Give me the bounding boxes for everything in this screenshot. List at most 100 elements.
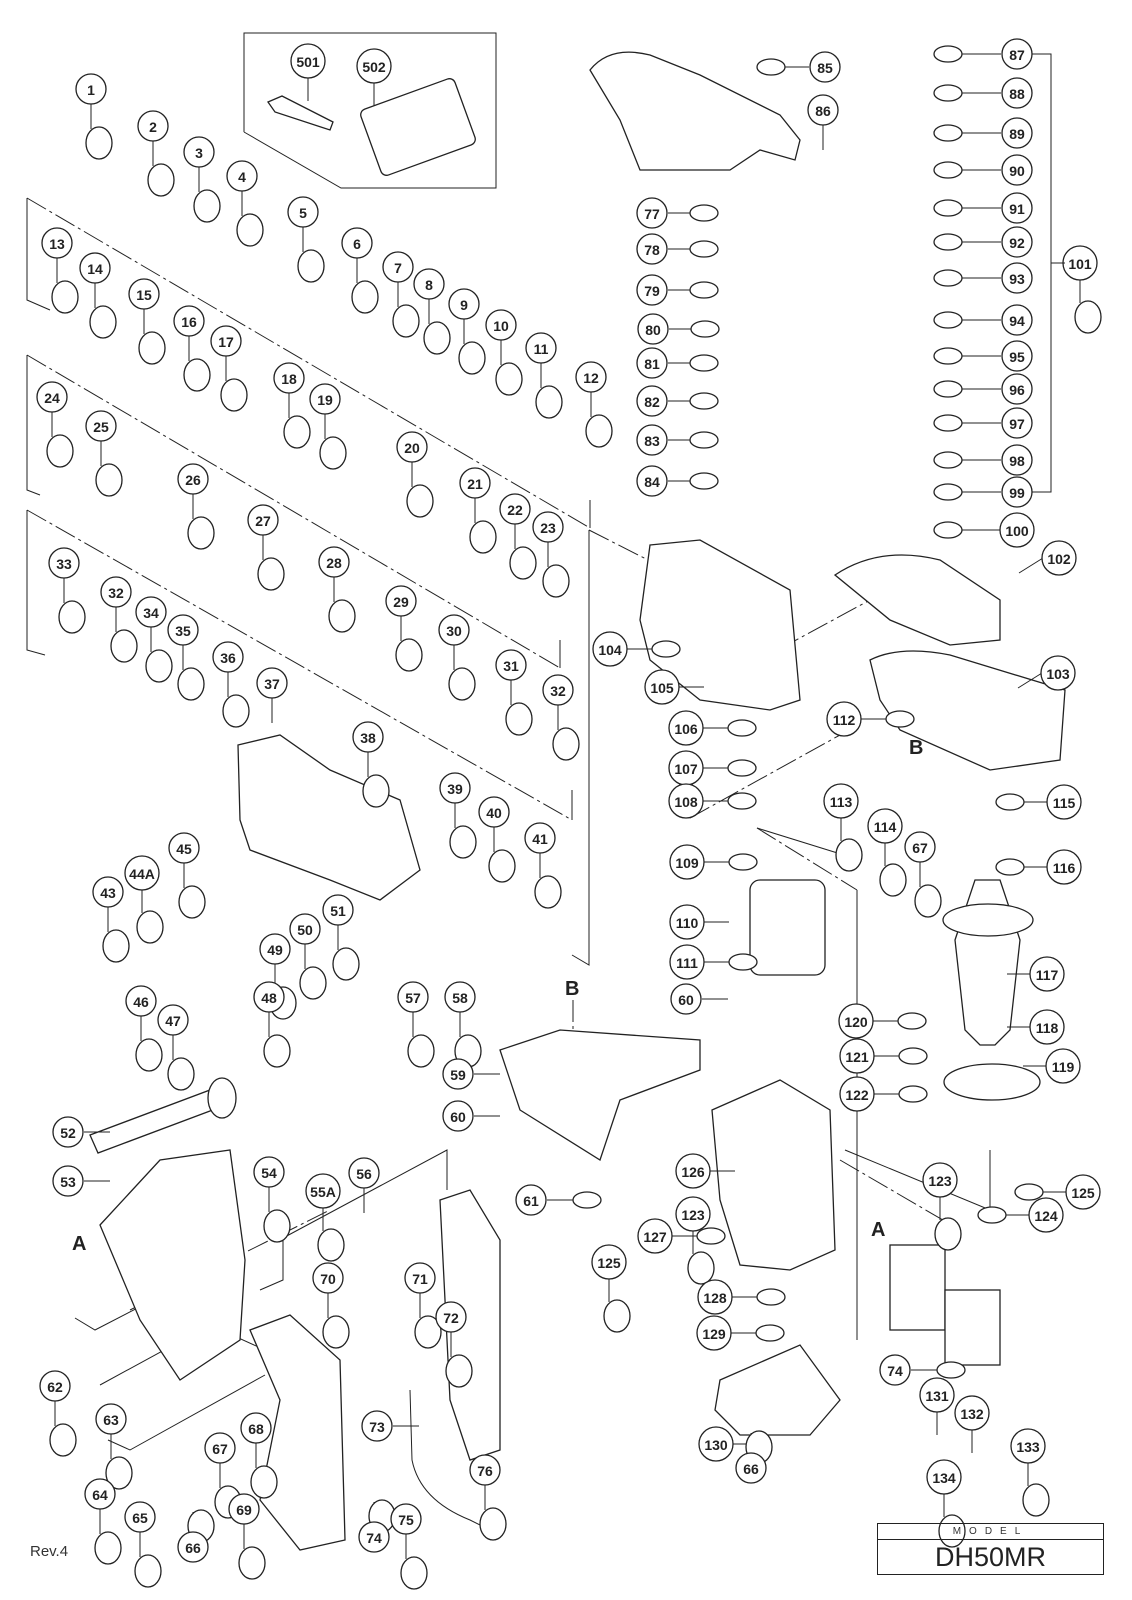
- callout-90[interactable]: 90: [1001, 154, 1033, 186]
- callout-95[interactable]: 95: [1001, 340, 1033, 372]
- callout-104[interactable]: 104: [592, 631, 628, 667]
- callout-99[interactable]: 99: [1001, 476, 1033, 508]
- callout-130[interactable]: 130: [698, 1426, 734, 1462]
- callout-87[interactable]: 87: [1001, 38, 1033, 70]
- callout-18[interactable]: 18: [273, 362, 305, 394]
- callout-501[interactable]: 501: [290, 43, 326, 79]
- callout-53[interactable]: 53: [52, 1165, 84, 1197]
- callout-56[interactable]: 56: [348, 1157, 380, 1189]
- callout-123[interactable]: 123: [675, 1196, 711, 1232]
- callout-112[interactable]: 112: [826, 701, 862, 737]
- callout-125[interactable]: 125: [1065, 1174, 1101, 1210]
- callout-60[interactable]: 60: [442, 1100, 474, 1132]
- callout-96[interactable]: 96: [1001, 373, 1033, 405]
- callout-20[interactable]: 20: [396, 431, 428, 463]
- callout-17[interactable]: 17: [210, 325, 242, 357]
- callout-24[interactable]: 24: [36, 381, 68, 413]
- callout-120[interactable]: 120: [838, 1003, 874, 1039]
- callout-55a[interactable]: 55A: [305, 1173, 341, 1209]
- callout-66[interactable]: 66: [735, 1452, 767, 1484]
- callout-132[interactable]: 132: [954, 1395, 990, 1431]
- callout-82[interactable]: 82: [636, 385, 668, 417]
- callout-108[interactable]: 108: [668, 783, 704, 819]
- callout-21[interactable]: 21: [459, 467, 491, 499]
- callout-94[interactable]: 94: [1001, 304, 1033, 336]
- callout-5[interactable]: 5: [287, 196, 319, 228]
- callout-28[interactable]: 28: [318, 546, 350, 578]
- callout-3[interactable]: 3: [183, 136, 215, 168]
- callout-103[interactable]: 103: [1040, 655, 1076, 691]
- callout-85[interactable]: 85: [809, 51, 841, 83]
- callout-6[interactable]: 6: [341, 227, 373, 259]
- callout-57[interactable]: 57: [397, 981, 429, 1013]
- callout-60[interactable]: 60: [670, 983, 702, 1015]
- callout-131[interactable]: 131: [919, 1377, 955, 1413]
- callout-32[interactable]: 32: [100, 576, 132, 608]
- callout-4[interactable]: 4: [226, 160, 258, 192]
- callout-38[interactable]: 38: [352, 721, 384, 753]
- callout-32[interactable]: 32: [542, 674, 574, 706]
- callout-33[interactable]: 33: [48, 547, 80, 579]
- callout-74[interactable]: 74: [879, 1354, 911, 1386]
- callout-83[interactable]: 83: [636, 424, 668, 456]
- callout-26[interactable]: 26: [177, 463, 209, 495]
- callout-51[interactable]: 51: [322, 894, 354, 926]
- callout-117[interactable]: 117: [1029, 956, 1065, 992]
- callout-502[interactable]: 502: [356, 48, 392, 84]
- callout-78[interactable]: 78: [636, 233, 668, 265]
- callout-86[interactable]: 86: [807, 94, 839, 126]
- callout-65[interactable]: 65: [124, 1501, 156, 1533]
- callout-76[interactable]: 76: [469, 1454, 501, 1486]
- callout-31[interactable]: 31: [495, 649, 527, 681]
- callout-37[interactable]: 37: [256, 667, 288, 699]
- callout-45[interactable]: 45: [168, 832, 200, 864]
- callout-91[interactable]: 91: [1001, 192, 1033, 224]
- callout-27[interactable]: 27: [247, 504, 279, 536]
- callout-106[interactable]: 106: [668, 710, 704, 746]
- callout-16[interactable]: 16: [173, 305, 205, 337]
- callout-105[interactable]: 105: [644, 669, 680, 705]
- callout-54[interactable]: 54: [253, 1156, 285, 1188]
- callout-13[interactable]: 13: [41, 227, 73, 259]
- callout-52[interactable]: 52: [52, 1116, 84, 1148]
- callout-126[interactable]: 126: [675, 1153, 711, 1189]
- callout-41[interactable]: 41: [524, 822, 556, 854]
- callout-22[interactable]: 22: [499, 493, 531, 525]
- callout-129[interactable]: 129: [696, 1315, 732, 1351]
- callout-101[interactable]: 101: [1062, 245, 1098, 281]
- callout-97[interactable]: 97: [1001, 407, 1033, 439]
- callout-50[interactable]: 50: [289, 913, 321, 945]
- callout-40[interactable]: 40: [478, 796, 510, 828]
- callout-111[interactable]: 111: [669, 944, 705, 980]
- callout-107[interactable]: 107: [668, 750, 704, 786]
- callout-8[interactable]: 8: [413, 268, 445, 300]
- callout-80[interactable]: 80: [637, 313, 669, 345]
- callout-123[interactable]: 123: [922, 1162, 958, 1198]
- callout-81[interactable]: 81: [636, 347, 668, 379]
- callout-23[interactable]: 23: [532, 511, 564, 543]
- callout-128[interactable]: 128: [697, 1279, 733, 1315]
- callout-79[interactable]: 79: [636, 274, 668, 306]
- callout-15[interactable]: 15: [128, 278, 160, 310]
- callout-118[interactable]: 118: [1029, 1009, 1065, 1045]
- callout-49[interactable]: 49: [259, 933, 291, 965]
- callout-134[interactable]: 134: [926, 1459, 962, 1495]
- callout-10[interactable]: 10: [485, 309, 517, 341]
- callout-47[interactable]: 47: [157, 1004, 189, 1036]
- callout-48[interactable]: 48: [253, 981, 285, 1013]
- callout-14[interactable]: 14: [79, 252, 111, 284]
- callout-119[interactable]: 119: [1045, 1048, 1081, 1084]
- callout-68[interactable]: 68: [240, 1412, 272, 1444]
- callout-72[interactable]: 72: [435, 1301, 467, 1333]
- callout-110[interactable]: 110: [669, 904, 705, 940]
- callout-35[interactable]: 35: [167, 614, 199, 646]
- callout-25[interactable]: 25: [85, 410, 117, 442]
- callout-59[interactable]: 59: [442, 1058, 474, 1090]
- callout-1[interactable]: 1: [75, 73, 107, 105]
- callout-77[interactable]: 77: [636, 197, 668, 229]
- callout-92[interactable]: 92: [1001, 226, 1033, 258]
- callout-30[interactable]: 30: [438, 614, 470, 646]
- callout-63[interactable]: 63: [95, 1403, 127, 1435]
- callout-71[interactable]: 71: [404, 1262, 436, 1294]
- callout-116[interactable]: 116: [1046, 849, 1082, 885]
